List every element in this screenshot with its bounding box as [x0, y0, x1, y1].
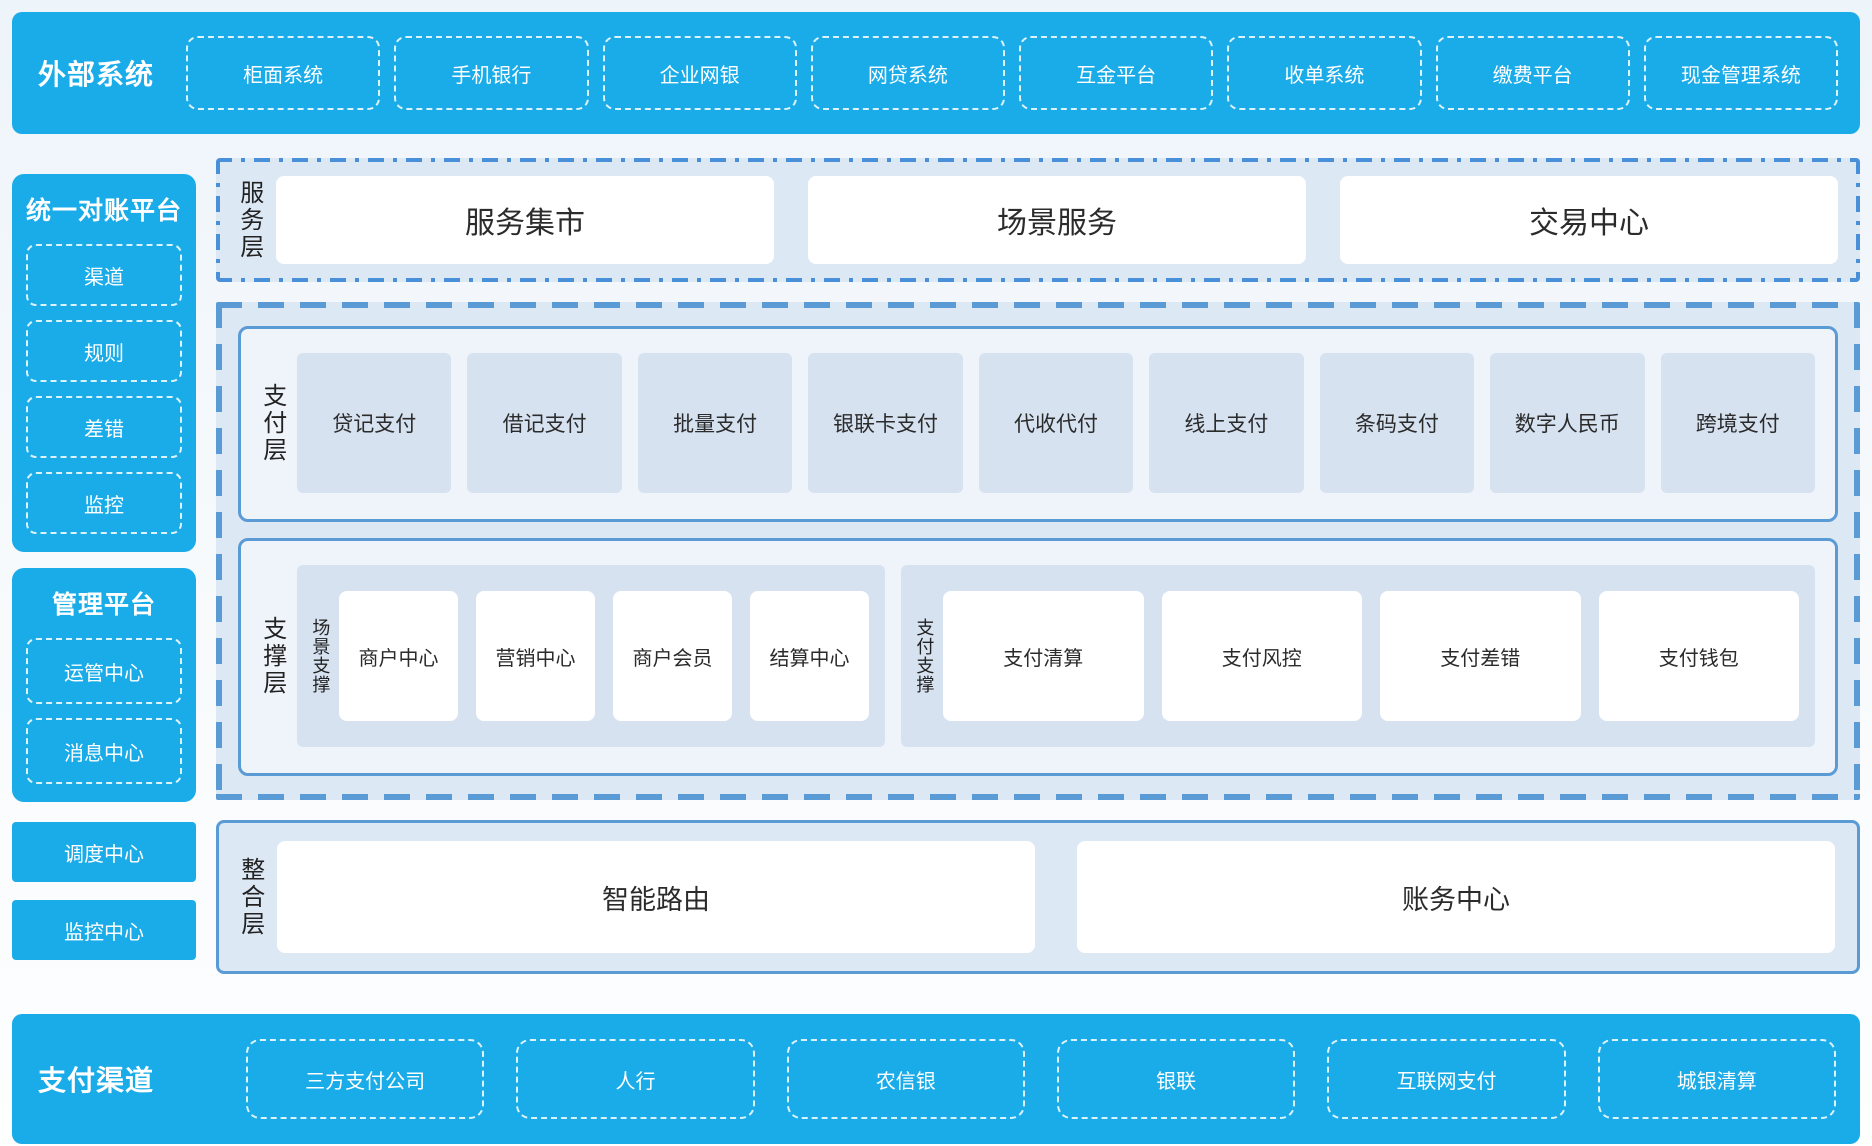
- integration-layer: 整合层 智能路由账务中心: [216, 820, 1860, 974]
- management-item: 消息中心: [26, 718, 182, 784]
- payment-architecture-diagram: 外部系统 柜面系统手机银行企业网银网贷系统互金平台收单系统缴费平台现金管理系统 …: [12, 12, 1860, 1144]
- scene-support-tiles: 商户中心营销中心商户会员结算中心: [339, 591, 869, 721]
- reconciliation-item: 监控: [26, 472, 182, 534]
- service-layer-label: 服务层: [235, 179, 263, 261]
- support-layer-groups: 场景支撑 商户中心营销中心商户会员结算中心 支付支撑 支付清算支付风控支付差错支…: [297, 565, 1815, 747]
- reconciliation-item: 差错: [26, 396, 182, 458]
- payment-tile: 借记支付: [467, 353, 622, 493]
- scene-support-label: 场景支撑: [310, 618, 331, 694]
- external-system-item: 现金管理系统: [1643, 36, 1838, 110]
- service-tile: 交易中心: [1340, 176, 1838, 264]
- payment-channel-item: 人行: [516, 1039, 755, 1119]
- management-platform-items: 运管中心消息中心: [26, 638, 182, 784]
- payment-channels-band: 支付渠道 三方支付公司人行农信银银联互联网支付城银清算: [12, 1014, 1860, 1144]
- service-tile: 服务集市: [276, 176, 774, 264]
- payment-support-tile: 支付风控: [1161, 591, 1363, 721]
- reconciliation-platform-items: 渠道规则差错监控: [26, 244, 182, 534]
- payment-tile: 条码支付: [1319, 353, 1475, 493]
- payment-channel-item: 农信银: [786, 1039, 1025, 1119]
- external-system-item: 企业网银: [602, 36, 797, 110]
- external-systems-list: 柜面系统手机银行企业网银网贷系统互金平台收单系统缴费平台现金管理系统: [186, 36, 1838, 110]
- service-tile: 场景服务: [808, 176, 1306, 264]
- support-layer-label: 支撑层: [258, 615, 286, 697]
- scene-support-group: 场景支撑 商户中心营销中心商户会员结算中心: [297, 565, 886, 747]
- integration-tile: 账务中心: [1077, 841, 1835, 953]
- payment-tile: 贷记支付: [297, 353, 452, 493]
- management-item: 运管中心: [26, 638, 182, 704]
- payment-layer-label: 支付层: [258, 382, 286, 464]
- payment-support-tile: 支付清算: [943, 591, 1144, 721]
- left-sidebar: 统一对账平台 渠道规则差错监控 管理平台 运管中心消息中心 调度中心 监控中心: [12, 158, 196, 974]
- payment-layer: 支付层 贷记支付借记支付批量支付银联卡支付代收代付线上支付条码支付数字人民币跨境…: [238, 326, 1838, 522]
- payment-support-label: 支付支撑: [914, 618, 935, 694]
- payment-tile: 批量支付: [637, 353, 793, 493]
- core-layers-container: 支付层 贷记支付借记支付批量支付银联卡支付代收代付线上支付条码支付数字人民币跨境…: [216, 302, 1860, 800]
- payment-support-tile: 支付差错: [1380, 591, 1581, 721]
- payment-channels-list: 三方支付公司人行农信银银联互联网支付城银清算: [246, 1039, 1836, 1119]
- external-systems-band: 外部系统 柜面系统手机银行企业网银网贷系统互金平台收单系统缴费平台现金管理系统: [12, 12, 1860, 134]
- management-platform-panel: 管理平台 运管中心消息中心: [12, 568, 196, 802]
- payment-channel-item: 城银清算: [1597, 1039, 1836, 1119]
- layers-column: 服务层 服务集市场景服务交易中心 支付层 贷记支付借记支付批量支付银联卡支付代收…: [216, 158, 1860, 974]
- diagram-body: 统一对账平台 渠道规则差错监控 管理平台 运管中心消息中心 调度中心 监控中心 …: [12, 158, 1860, 974]
- scene-support-tile: 商户中心: [339, 591, 458, 721]
- external-system-item: 柜面系统: [186, 36, 381, 110]
- integration-layer-tiles: 智能路由账务中心: [277, 841, 1835, 953]
- payment-support-group: 支付支撑 支付清算支付风控支付差错支付钱包: [901, 565, 1815, 747]
- payment-tile: 代收代付: [978, 353, 1134, 493]
- reconciliation-platform-panel: 统一对账平台 渠道规则差错监控: [12, 174, 196, 552]
- service-layer: 服务层 服务集市场景服务交易中心: [216, 158, 1860, 282]
- payment-channels-label: 支付渠道: [38, 1065, 155, 1096]
- integration-layer-label: 整合层: [236, 856, 264, 938]
- integration-tile: 智能路由: [277, 841, 1035, 953]
- management-platform-title: 管理平台: [51, 591, 156, 619]
- reconciliation-platform-title: 统一对账平台: [26, 197, 183, 225]
- payment-tile: 数字人民币: [1490, 353, 1645, 493]
- external-system-item: 网贷系统: [810, 36, 1005, 110]
- external-systems-label: 外部系统: [38, 59, 155, 90]
- external-system-item: 手机银行: [394, 36, 589, 110]
- reconciliation-item: 规则: [26, 320, 182, 382]
- payment-channel-item: 三方支付公司: [246, 1039, 485, 1119]
- dispatch-center-box: 调度中心: [12, 822, 196, 882]
- scene-support-tile: 商户会员: [613, 591, 732, 721]
- support-layer: 支撑层 场景支撑 商户中心营销中心商户会员结算中心 支付支撑: [238, 538, 1838, 776]
- payment-channel-item: 互联网支付: [1327, 1039, 1566, 1119]
- external-system-item: 收单系统: [1227, 36, 1422, 110]
- payment-tile: 银联卡支付: [808, 353, 963, 493]
- scene-support-tile: 结算中心: [750, 591, 869, 721]
- reconciliation-item: 渠道: [26, 244, 182, 306]
- payment-tile: 线上支付: [1149, 353, 1304, 493]
- payment-support-tile: 支付钱包: [1598, 591, 1800, 721]
- external-system-item: 缴费平台: [1435, 36, 1630, 110]
- payment-support-tiles: 支付清算支付风控支付差错支付钱包: [943, 591, 1800, 721]
- payment-tile: 跨境支付: [1660, 353, 1815, 493]
- monitor-center-box: 监控中心: [12, 900, 196, 960]
- service-layer-tiles: 服务集市场景服务交易中心: [276, 176, 1838, 264]
- external-system-item: 互金平台: [1019, 36, 1214, 110]
- payment-channel-item: 银联: [1056, 1039, 1296, 1119]
- scene-support-tile: 营销中心: [476, 591, 595, 721]
- payment-layer-tiles: 贷记支付借记支付批量支付银联卡支付代收代付线上支付条码支付数字人民币跨境支付: [297, 353, 1815, 493]
